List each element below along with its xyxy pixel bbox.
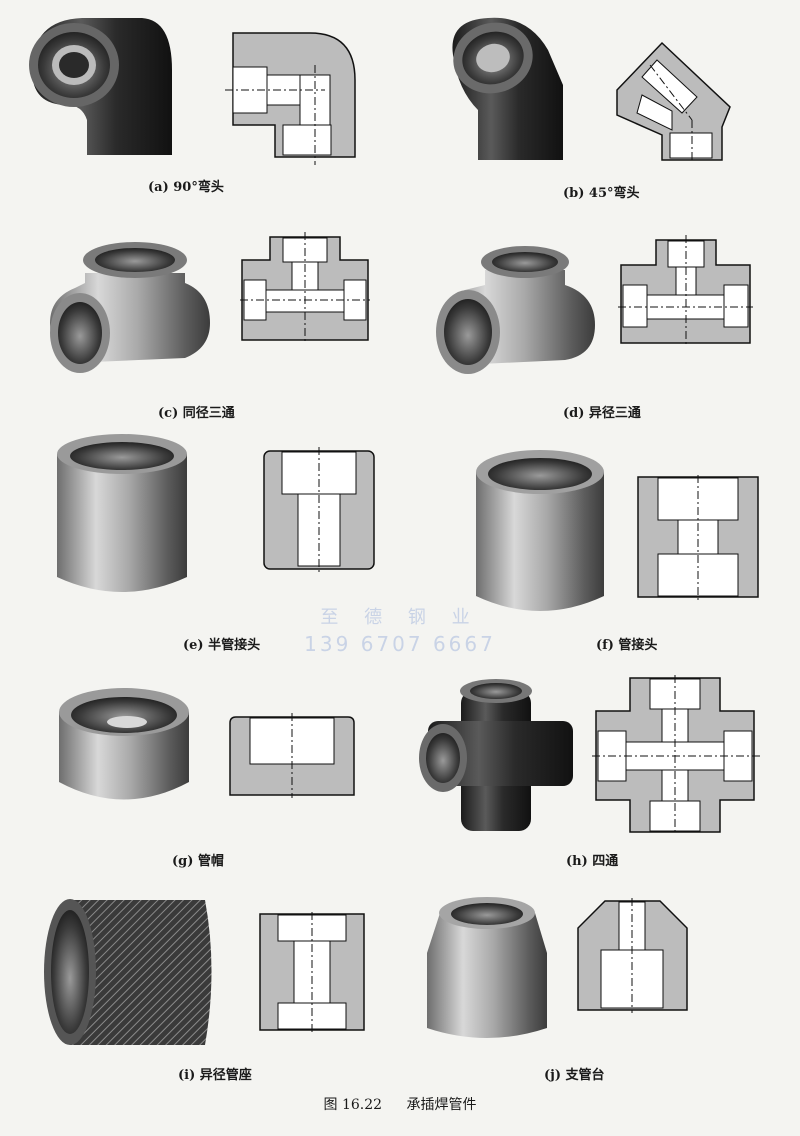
caption-j: (j) 支管台 — [544, 1068, 605, 1083]
caption-i: (i) 异径管座 — [178, 1068, 252, 1083]
caption-e: (e) 半管接头 — [183, 638, 261, 653]
figure-title: 承插焊管件 — [406, 1097, 477, 1113]
coupling-photo — [476, 450, 604, 611]
caption-c: (c) 同径三通 — [158, 406, 235, 421]
watermark: 至 德 钢 业 139 6707 6667 — [0, 605, 800, 657]
cross-section — [592, 675, 762, 835]
caption-g: (g) 管帽 — [172, 854, 224, 869]
sockolet-photo — [427, 897, 547, 1038]
sockolet-section — [577, 898, 688, 1013]
watermark-phone: 139 6707 6667 — [304, 632, 496, 656]
half-coupling-section — [263, 447, 375, 572]
watermark-company: 至 德 钢 业 — [320, 607, 480, 628]
45-elbow-photo — [452, 17, 563, 161]
figure-number: 图 16.22 — [323, 1097, 383, 1113]
equal-tee-photo — [50, 242, 210, 373]
90-elbow-section — [225, 32, 356, 165]
figure-caption: 图 16.22 承插焊管件 — [0, 1094, 800, 1114]
reducing-tee-section — [618, 235, 753, 347]
caption-a: (a) 90°弯头 — [148, 180, 224, 195]
reducing-insert-section — [259, 912, 365, 1032]
half-coupling-photo — [57, 434, 187, 592]
caption-d: (d) 异径三通 — [563, 406, 641, 421]
45-elbow-section — [616, 41, 731, 163]
cross-photo — [419, 679, 573, 831]
reducing-insert-photo — [44, 899, 212, 1045]
pipe-cap-photo — [59, 688, 189, 800]
90-elbow-photo — [29, 18, 172, 155]
caption-f: (f) 管接头 — [596, 638, 658, 653]
caption-h: (h) 四通 — [566, 854, 619, 869]
coupling-section — [637, 475, 759, 600]
pipe-cap-section — [229, 713, 355, 798]
equal-tee-section — [240, 232, 370, 344]
caption-b: (b) 45°弯头 — [563, 186, 640, 201]
reducing-tee-photo — [436, 246, 595, 374]
